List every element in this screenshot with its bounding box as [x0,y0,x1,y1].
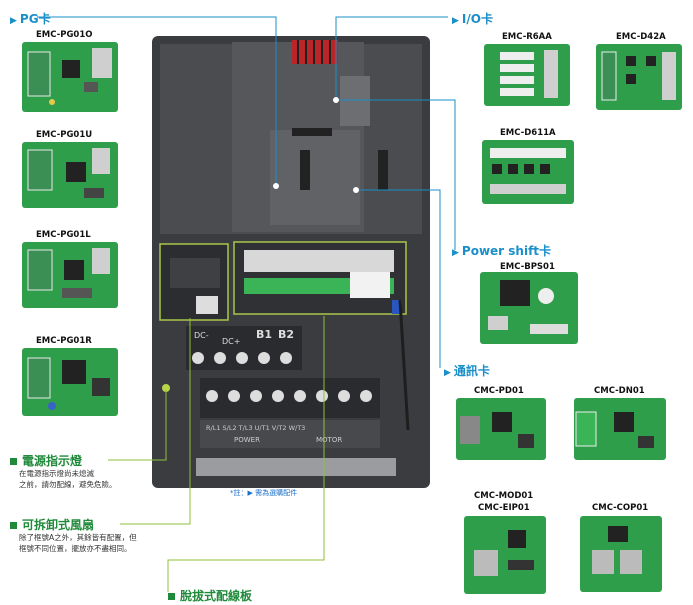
triangle-icon: ▶ [10,16,17,26]
pcb-d42a-image [596,44,682,110]
card-caption-d42a: EMC-D42A [616,32,666,42]
pg-card-label: ▶PG卡 [10,12,51,26]
drive-body [152,36,430,488]
card-caption-pg01u: EMC-PG01U [36,130,93,140]
card-caption-bps01: EMC-BPS01 [500,262,555,272]
card-caption-r6aa: EMC-R6AA [502,32,552,42]
power-indicator-led [162,384,170,392]
comm-card-label: ▶通訊卡 [444,364,490,378]
pcb-bps01-image [480,272,578,344]
card-caption-d611a: EMC-D611A [500,128,556,138]
b2-text: B2 [278,328,294,341]
removable-terminal-label: 脫拔式配線板 [168,587,252,604]
callout-lines-blue [37,16,456,368]
square-bullet-icon [10,458,17,465]
power-text: POWER [234,436,260,444]
callout-dots [273,97,359,193]
pcb-r6aa-image [484,44,570,106]
dc-neg-text: DC- [194,331,209,340]
card-caption-eip01: CMC-EIP01 [478,503,530,513]
power-indicator-note: 在電源指示燈尚未熄滅 之前，請勿配線，避免危險。 [19,469,117,489]
power-indicator-label: 電源指示燈 [10,452,82,469]
pcb-d611a-image [482,140,574,204]
dc-terminals [186,326,302,370]
pcb-pg01r-image [22,348,118,416]
coil-image [292,40,338,64]
pcb-pg01o-image [22,42,118,112]
callout-lines-green [108,316,325,592]
card-caption-mod01: CMC-MOD01 [474,491,534,501]
main-terminal-row-text: R/L1 S/L2 T/L3 U/T1 V/T2 W/T3 [206,424,305,432]
card-caption-pg01l: EMC-PG01L [36,230,91,240]
power-shift-card-label: ▶Power shift卡 [452,244,552,258]
fan-housing [159,243,229,321]
pcb-mod01-eip01-image [464,516,546,594]
removable-fan-label: 可拆卸式風扇 [10,516,94,533]
io-card-label: ▶I/O卡 [452,12,493,26]
dc-pos-text: DC+ [222,337,240,346]
pcb-pg01u-image [22,142,118,208]
pcb-dn01-image [574,398,666,460]
card-caption-pg01o: EMC-PG01O [36,30,93,40]
triangle-icon: ▶ [452,16,459,26]
triangle-icon: ▶ [444,368,451,378]
card-caption-dn01: CMC-DN01 [594,386,645,396]
card-caption-cop01: CMC-COP01 [592,503,649,513]
optional-accessory-footnote: *註：▶ 需為選購配件 [230,489,298,497]
triangle-icon: ▶ [452,248,459,258]
square-bullet-icon [168,593,175,600]
pcb-pg01l-image [22,242,118,308]
pcb-cop01-image [580,516,662,592]
card-caption-pd01: CMC-PD01 [474,386,524,396]
pcb-pd01-image [456,398,546,460]
removable-fan-note: 除了框號A之外，其餘皆有配置，但 框號不同位置，擺放亦不盡相同。 [19,533,137,553]
b1-text: B1 [256,328,272,341]
square-bullet-icon [10,522,17,529]
control-terminal-board [233,241,407,315]
power-motor-terminals [200,378,380,418]
motor-text: MOTOR [316,436,342,444]
card-caption-pg01r: EMC-PG01R [36,336,92,346]
